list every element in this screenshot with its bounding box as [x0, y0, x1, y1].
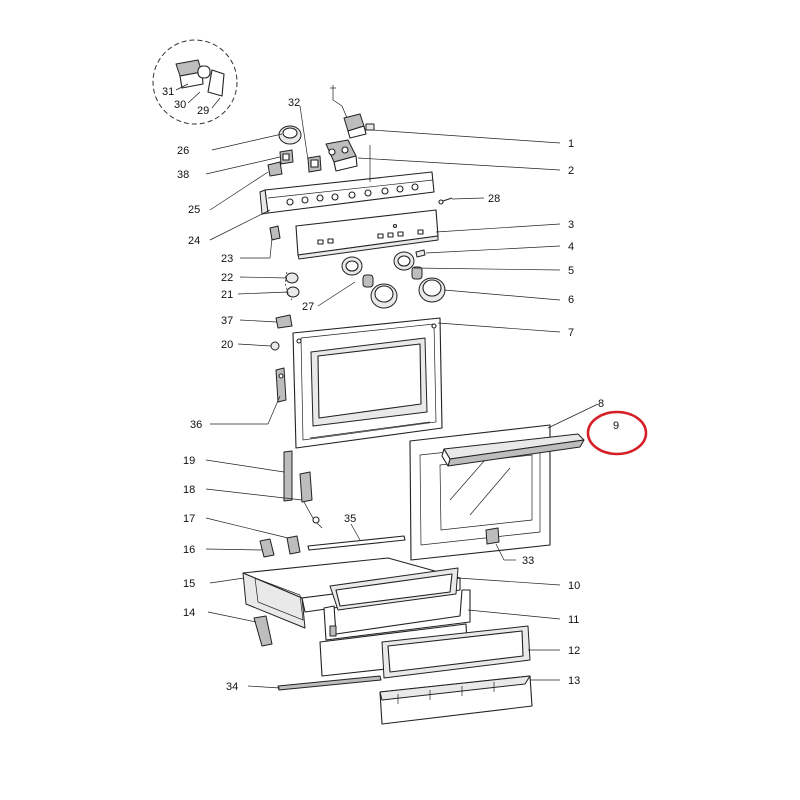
callout-27: 27	[302, 301, 314, 313]
callout-26: 26	[177, 145, 189, 157]
part-33-clip	[485, 527, 500, 545]
part-19-strip	[283, 450, 293, 502]
highlight-ring	[586, 410, 648, 456]
callout-38: 38	[177, 169, 189, 181]
callout-labels: 1 2 3 4 5 6 7 8 9 10 11 12 13 14 15 16 1…	[162, 86, 619, 693]
part-37-bracket	[275, 314, 293, 329]
callout-3: 3	[568, 219, 574, 231]
part-17-bracket	[286, 535, 301, 555]
callout-32: 32	[288, 97, 300, 109]
part-23-bracket	[269, 225, 281, 241]
part-35-rail	[307, 535, 406, 551]
callout-7: 7	[568, 327, 574, 339]
leader-lines	[205, 105, 599, 689]
callout-16: 16	[183, 544, 195, 556]
part-16-bracket	[259, 538, 275, 558]
callout-25: 25	[188, 204, 200, 216]
callout-33: 33	[522, 555, 534, 567]
callout-28: 28	[488, 193, 500, 205]
part-26-knob	[278, 125, 302, 145]
callout-9: 9	[613, 420, 619, 432]
detail-inset	[152, 39, 238, 125]
callout-37: 37	[221, 315, 233, 327]
callout-19: 19	[183, 455, 195, 467]
callout-12: 12	[568, 645, 580, 657]
part-9-door-handle	[441, 433, 585, 467]
callout-34: 34	[226, 681, 238, 693]
part-14-bracket	[253, 615, 273, 647]
part-36-hinge	[275, 367, 287, 403]
part-3-front-fascia	[295, 209, 439, 260]
callout-20: 20	[221, 339, 233, 351]
part-25-switch	[267, 161, 283, 177]
part-7-inner-door-frame	[292, 317, 443, 449]
callout-24: 24	[188, 235, 200, 247]
part-13-drawer-front	[379, 675, 533, 725]
part-10-drawer-panel	[329, 567, 459, 611]
callout-6: 6	[568, 294, 574, 306]
part-12-panel	[319, 623, 531, 679]
callout-31: 31	[162, 86, 174, 98]
part-22-cap	[285, 272, 299, 284]
part-11-drawer-frame	[323, 589, 471, 641]
callout-18: 18	[183, 484, 195, 496]
callout-13: 13	[568, 675, 580, 687]
callout-15: 15	[183, 578, 195, 590]
part-20-plug	[270, 341, 280, 351]
callout-22: 22	[221, 272, 233, 284]
part-18-hinge	[299, 471, 323, 529]
callout-11: 11	[568, 614, 579, 626]
callout-21: 21	[221, 289, 233, 301]
callout-2: 2	[568, 165, 574, 177]
part-2-igniter-block	[325, 139, 358, 172]
part-32-frame	[307, 155, 322, 173]
callout-30: 30	[174, 99, 186, 111]
callout-8: 8	[598, 398, 604, 410]
part-24-control-panel	[259, 171, 435, 215]
part-27-spring	[362, 266, 423, 288]
callout-29: 29	[197, 105, 209, 117]
part-1-switch-assembly	[330, 85, 375, 139]
callout-17: 17	[183, 513, 195, 525]
callout-14: 14	[183, 607, 195, 619]
part-4-indicator	[415, 249, 426, 258]
part-38-frame	[279, 149, 294, 165]
callout-5: 5	[568, 265, 574, 277]
part-28-screw	[438, 197, 453, 205]
callout-10: 10	[568, 580, 580, 592]
callout-23: 23	[221, 253, 233, 265]
part-34-rail	[277, 675, 382, 691]
part-6-control-knobs	[370, 277, 446, 309]
callout-35: 35	[344, 513, 356, 525]
callout-1: 1	[568, 138, 574, 150]
callout-4: 4	[568, 241, 574, 253]
part-5-knob-rings	[341, 251, 415, 276]
callout-36: 36	[190, 419, 202, 431]
